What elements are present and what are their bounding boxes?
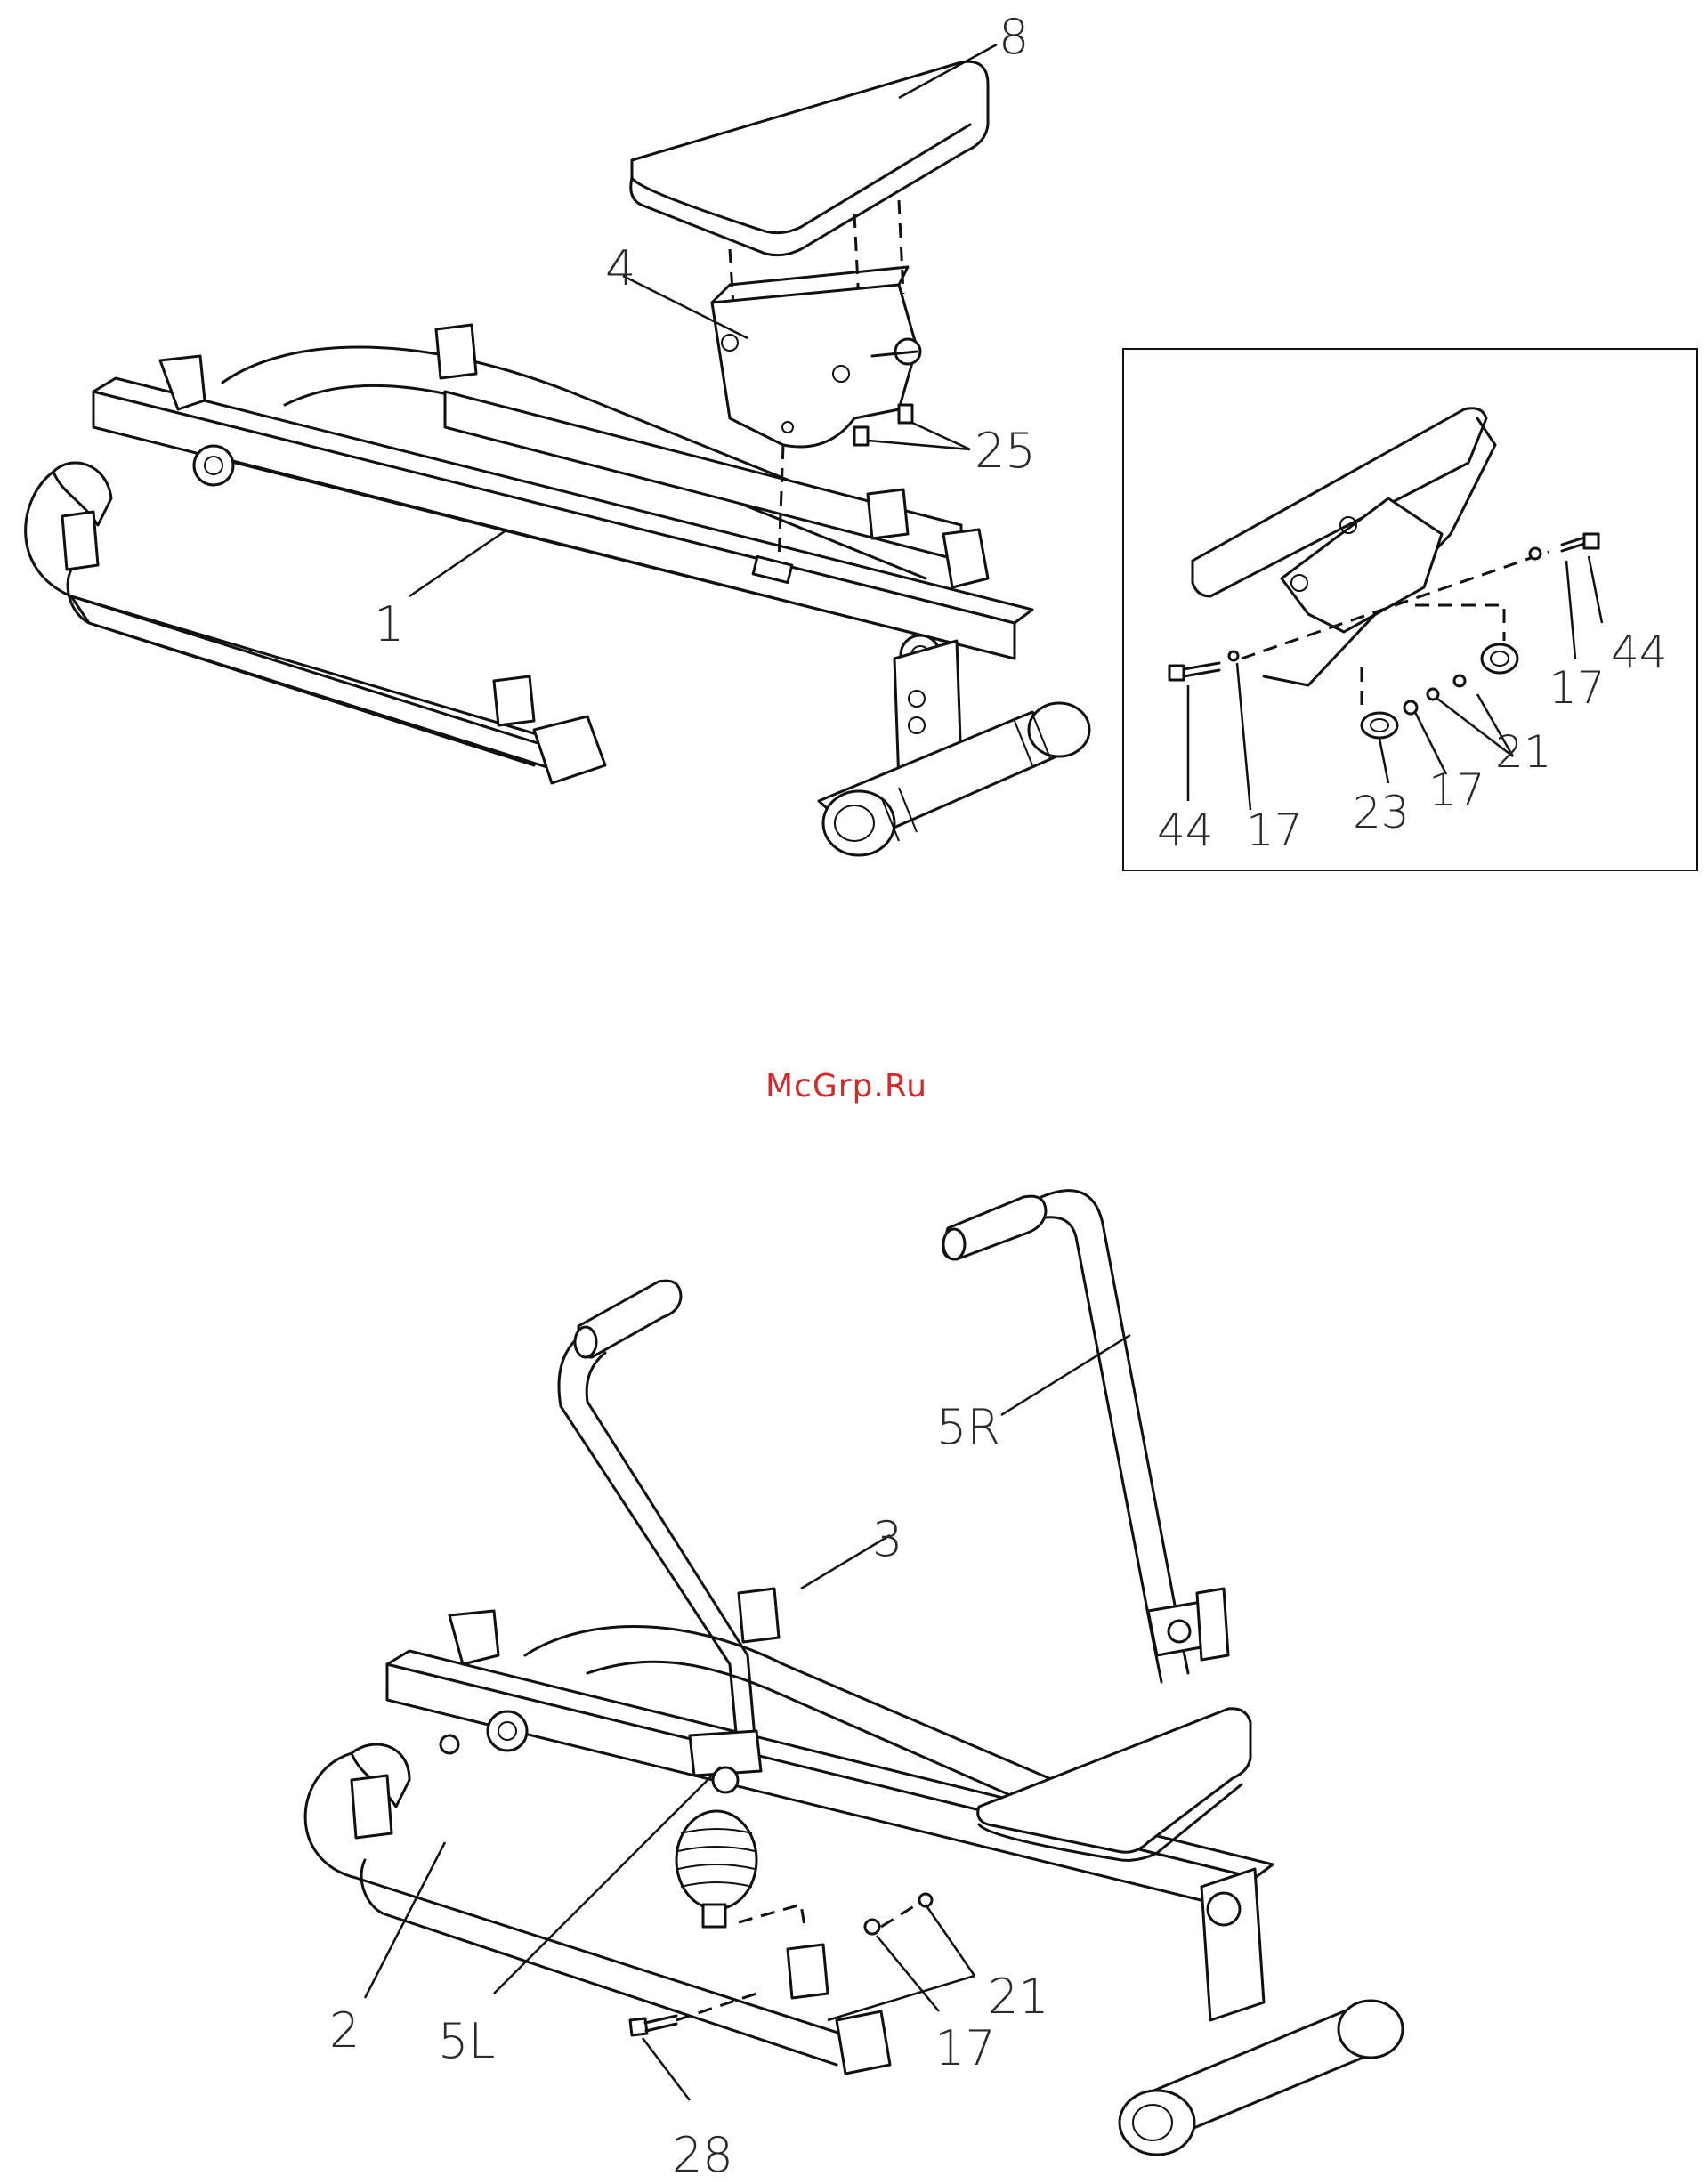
callout-seat-bracket: 4 <box>605 240 635 296</box>
detail-inset: 44 17 21 17 23 17 44 <box>1123 349 1697 870</box>
bottom-assembly: 5R 3 2 5L 17 21 28 <box>305 1191 1403 2183</box>
inset-callout-washer-left: 17 <box>1246 805 1303 856</box>
callout-seat: 8 <box>999 9 1029 65</box>
callout-main-rail: 1 <box>374 596 404 652</box>
inset-callout-bolt-left: 44 <box>1157 805 1214 856</box>
inset-seat-sketch <box>1193 408 1495 685</box>
seat-cushion <box>631 61 988 255</box>
inset-callout-washer-center: 17 <box>1428 764 1485 816</box>
inset-callout-bolt-right: 44 <box>1611 627 1668 678</box>
callout-bolt: 28 <box>672 2127 733 2183</box>
bottom-rear-legs <box>1120 1869 1403 2155</box>
callout-rear-frame: 3 <box>872 1511 902 1567</box>
top-assembly: 8 4 25 1 <box>26 9 1089 855</box>
callout-right-handle: 5R <box>936 1399 1000 1455</box>
inset-callout-washer-right: 17 <box>1549 662 1606 714</box>
left-handle <box>559 1281 761 1927</box>
inset-callout-bushing: 23 <box>1353 787 1410 838</box>
callout-bracket-screws: 25 <box>975 423 1036 479</box>
callout-washer: 17 <box>934 2020 996 2076</box>
callout-front-frame: 2 <box>329 2002 360 2059</box>
callout-left-handle: 5L <box>438 2013 495 2069</box>
inset-frame <box>1123 349 1697 870</box>
watermark: McGrp.Ru <box>765 1068 927 1104</box>
bottom-brackets <box>352 1589 828 1998</box>
seat-bracket <box>712 267 920 447</box>
callout-nut: 21 <box>988 1969 1049 2025</box>
inset-callout-nuts: 21 <box>1495 726 1552 778</box>
